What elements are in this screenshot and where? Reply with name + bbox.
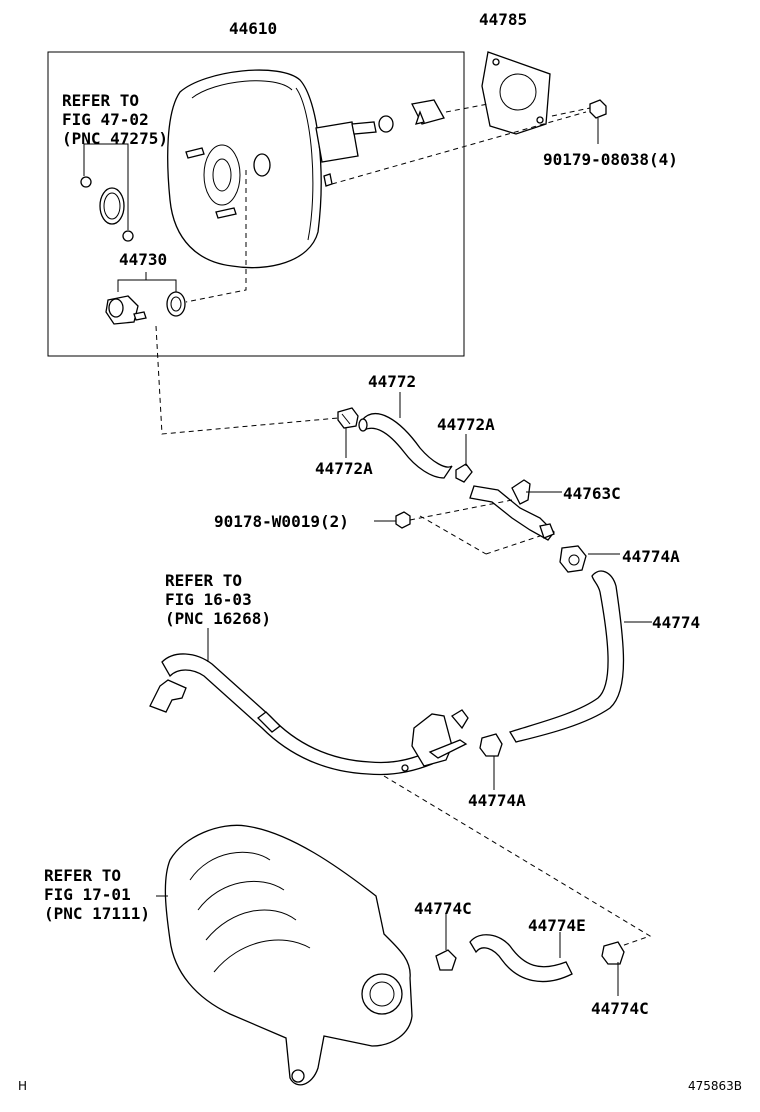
label-44772a-top: 44772A — [437, 415, 495, 434]
label-refer-4702-line1: REFER TO — [62, 91, 139, 110]
brake-booster[interactable] — [167, 69, 394, 269]
label-refer-1603-line3: (PNC 16268) — [165, 609, 271, 628]
clip-44774c-right[interactable] — [601, 941, 625, 965]
label-44774a-top: 44774A — [622, 547, 680, 566]
label-refer-1701-line1: REFER TO — [44, 866, 121, 885]
label-44774a-bottom: 44774A — [468, 791, 526, 810]
clevis[interactable] — [411, 99, 445, 125]
clip-44774c-left[interactable] — [435, 949, 457, 971]
label-90179: 90179-08038(4) — [543, 150, 678, 169]
label-44610: 44610 — [229, 19, 277, 38]
clip-44772a-left[interactable] — [337, 407, 359, 429]
label-refer-4702-line3: (PNC 47275) — [62, 129, 168, 148]
hose-44772[interactable] — [361, 413, 453, 479]
vacuum-pipe-assembly[interactable] — [149, 653, 469, 776]
label-refer-4702-line2: FIG 47-02 — [62, 110, 149, 129]
booster-gasket[interactable] — [481, 51, 551, 135]
clip-44772a-right[interactable] — [455, 463, 473, 483]
corner-code-left: H — [18, 1079, 27, 1093]
label-refer-1603-line1: REFER TO — [165, 571, 242, 590]
label-refer-1603-line2: FIG 16-03 — [165, 590, 252, 609]
label-44774c-left: 44774C — [414, 899, 472, 918]
hose-44774[interactable] — [509, 570, 625, 743]
label-44774e: 44774E — [528, 916, 586, 935]
bolt-90178[interactable] — [395, 511, 411, 529]
booster-group-frame — [47, 51, 465, 357]
label-44774c-right: 44774C — [591, 999, 649, 1018]
illustration-id: 475863B — [688, 1079, 742, 1093]
label-refer-1701-line2: FIG 17-01 — [44, 885, 131, 904]
label-44772a-left: 44772A — [315, 459, 373, 478]
hose-44774e[interactable] — [469, 934, 573, 983]
master-cylinder-seal-parts[interactable] — [80, 176, 134, 242]
label-90178: 90178-W0019(2) — [214, 512, 349, 531]
label-refer-1701-line3: (PNC 17111) — [44, 904, 150, 923]
intake-manifold[interactable] — [164, 824, 413, 1086]
label-44774: 44774 — [652, 613, 700, 632]
union-44763c[interactable] — [469, 479, 555, 541]
clip-44774a-top[interactable] — [559, 545, 587, 573]
label-44730: 44730 — [119, 250, 167, 269]
check-valve[interactable] — [105, 291, 186, 325]
label-44772: 44772 — [368, 372, 416, 391]
booster-nut[interactable] — [589, 99, 607, 119]
label-44763c: 44763C — [563, 484, 621, 503]
label-44785: 44785 — [479, 10, 527, 29]
clip-44774a-bottom[interactable] — [479, 733, 503, 757]
